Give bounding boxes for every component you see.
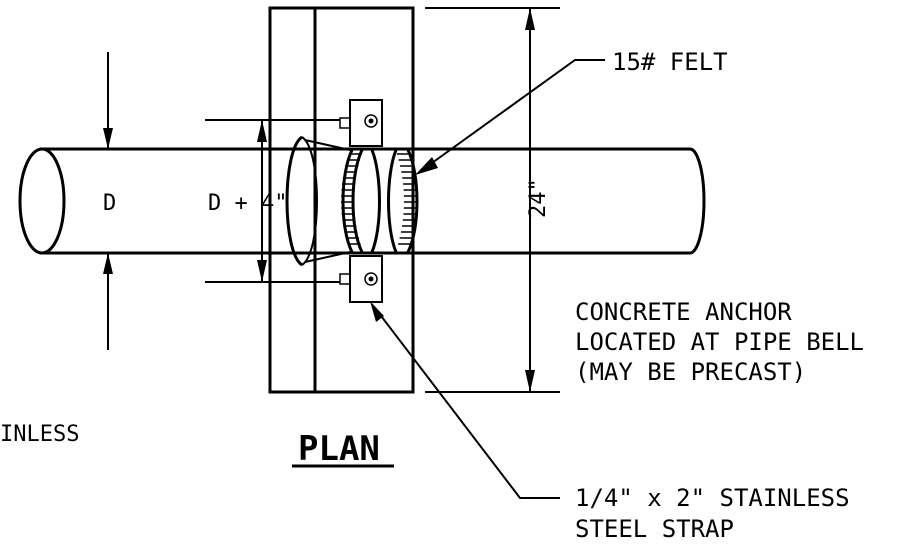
anchor-note-line3: (MAY BE PRECAST) (575, 358, 806, 386)
strap-note-line2: STEEL STRAP (575, 515, 734, 543)
dimension-d-plus-4 (205, 119, 340, 283)
dimension-24-label: 24" (526, 178, 551, 218)
strap-leader (370, 301, 560, 499)
view-title-text: PLAN (298, 429, 380, 469)
felt-label: 15# FELT (612, 48, 728, 76)
pipe (18, 147, 706, 255)
cut-off-label: INLESS (0, 422, 79, 447)
concrete-anchor-block (268, 6, 415, 394)
dimension-24 (425, 7, 560, 393)
strap-clamp-bottom (339, 255, 383, 303)
dimension-d (103, 52, 113, 350)
anchor-note-line1: CONCRETE ANCHOR (575, 298, 792, 326)
strap-clamp-top (339, 99, 383, 147)
pipe-bell (285, 135, 351, 267)
anchor-note-line2: LOCATED AT PIPE BELL (575, 328, 864, 356)
strap-note-line1: 1/4" x 2" STAINLESS (575, 484, 850, 512)
dimension-d-label: D (103, 191, 116, 216)
steel-strap-bands (341, 149, 419, 253)
view-title: PLAN (292, 429, 394, 469)
felt-leader (415, 59, 605, 175)
dimension-d-plus-4-label: D + 4" (208, 191, 287, 216)
